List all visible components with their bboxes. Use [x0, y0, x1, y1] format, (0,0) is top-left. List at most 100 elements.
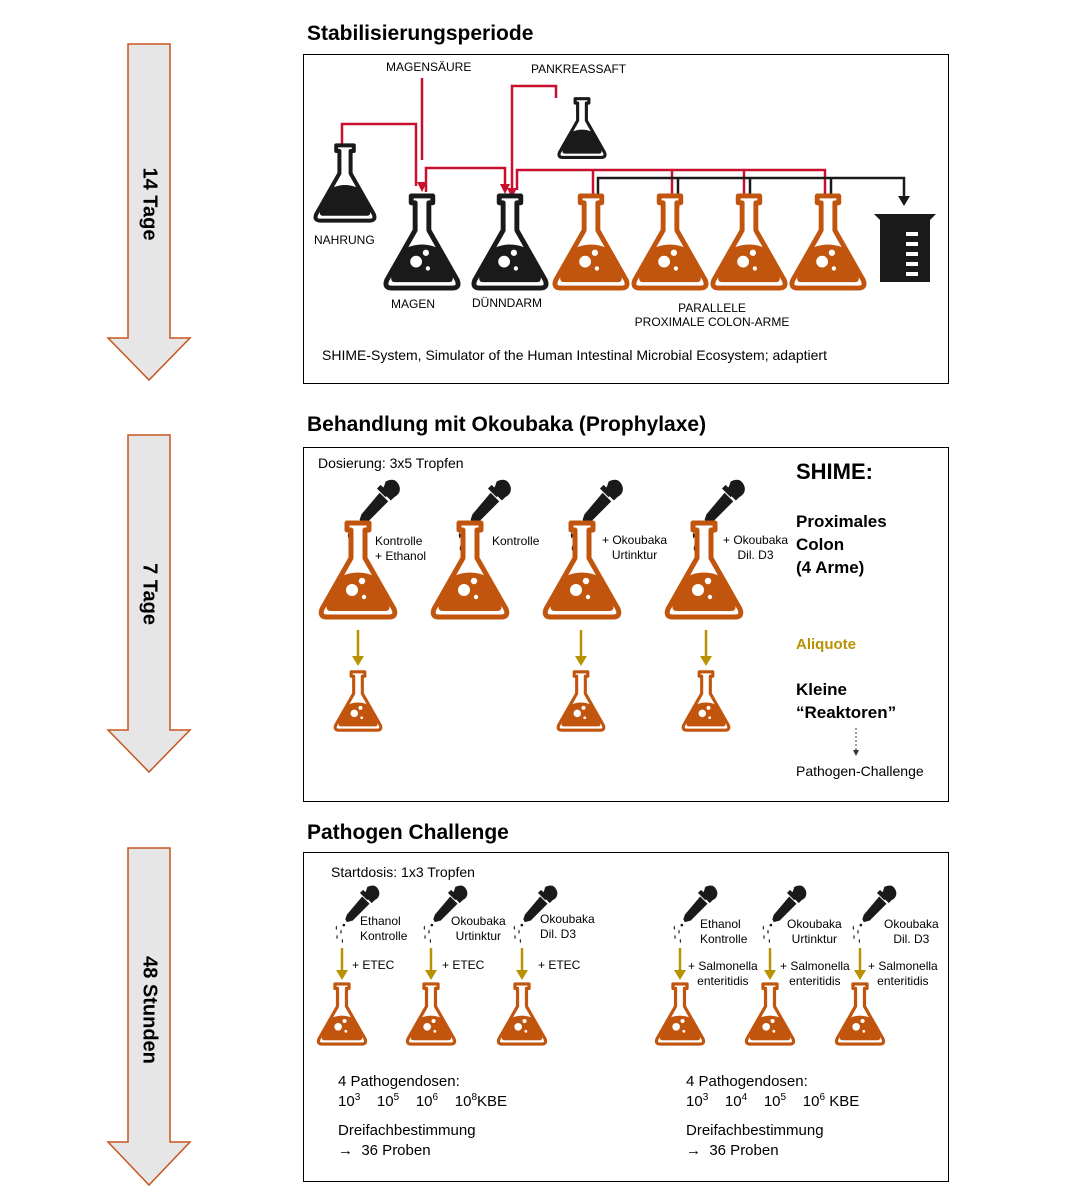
etec-arm1-line2: Kontrolle — [360, 929, 408, 943]
reactor-flask-icon — [316, 982, 368, 1046]
stage1-title: Stabilisierungsperiode — [307, 22, 534, 45]
salm-arm2-label: Okoubaka Urtinktur — [787, 917, 842, 947]
drops-icon — [852, 925, 860, 944]
dosage-label: Dosierung: 3x5 Tropfen — [318, 455, 464, 471]
salm-pathogen-1-line1: + Salmonella — [688, 959, 758, 973]
right-replicates: Dreifachbestimmung — [686, 1122, 824, 1139]
magensaeure-label: MAGENSÄURE — [386, 60, 472, 74]
salm-arm1-line2: Kontrolle — [700, 932, 748, 946]
kleine-line2: “Reaktoren” — [796, 703, 897, 722]
left-doses-label: 4 Pathogendosen: — [338, 1073, 460, 1090]
reactor-flask-icon — [744, 982, 796, 1046]
salm-pathogen-3: + Salmonella enteritidis — [868, 959, 938, 989]
right-doses-label: 4 Pathogendosen: — [686, 1073, 808, 1090]
right-samples: → 36 Proben — [686, 1142, 779, 1159]
salm-arm1-label: Ethanol Kontrolle — [700, 917, 747, 947]
right-dose-3: 105 — [763, 1092, 787, 1110]
stage3-title: Pathogen Challenge — [307, 821, 509, 844]
salm-arm1-line1: Ethanol — [700, 917, 741, 931]
arm3-label: + Okoubaka Urtinktur — [602, 533, 667, 563]
arm4-label-line1: + Okoubaka — [723, 533, 789, 547]
salm-arm3-line2: Dil. D3 — [893, 932, 930, 946]
drops-icon — [423, 925, 431, 944]
salm-pathogen-2-line2: enteritidis — [789, 974, 841, 988]
duenndarm-label: DÜNNDARM — [472, 296, 542, 310]
drops-icon — [673, 925, 681, 944]
stage2-title: Behandlung mit Okoubaka (Prophylaxe) — [307, 413, 707, 436]
proximales-line2: Colon — [796, 535, 845, 554]
salm-arm3-line1: Okoubaka — [884, 917, 939, 931]
etec-pathogen-1: + ETEC — [352, 958, 395, 972]
shime-heading: SHIME: — [796, 459, 873, 484]
arm3-label-line1: + Okoubaka — [602, 533, 668, 547]
left-dose-4: 108 — [454, 1092, 478, 1110]
shime-caption: SHIME-System, Simulator of the Human Int… — [322, 347, 827, 363]
etec-arm2-line2: Urtinktur — [455, 929, 502, 943]
right-unit: KBE — [829, 1093, 860, 1110]
salm-arm3-label: Okoubaka Dil. D3 — [884, 917, 939, 947]
left-dose-2: 105 — [376, 1092, 400, 1110]
kleine-reaktoren-label: Kleine “Reaktoren” — [796, 678, 896, 724]
aliquote-label: Aliquote — [796, 636, 856, 653]
etec-pathogen-3: + ETEC — [538, 958, 581, 972]
etec-arm2-label: Okoubaka Urtinktur — [451, 914, 506, 944]
reactor-flask-icon — [834, 982, 886, 1046]
drops-icon — [762, 925, 770, 944]
salm-pathogen-3-line2: enteritidis — [877, 974, 929, 988]
nahrung-label: NAHRUNG — [314, 233, 375, 247]
parallele-label-line1: PARALLELE — [678, 301, 746, 315]
proximales-line3: (4 Arme) — [796, 558, 865, 577]
startdose-label: Startdosis: 1x3 Tropfen — [331, 864, 475, 880]
drops-icon — [335, 925, 343, 944]
etec-arm3-line2: Dil. D3 — [540, 927, 577, 941]
left-unit: KBE — [477, 1093, 508, 1110]
arm4-label-line2: Dil. D3 — [737, 548, 774, 562]
left-replicates: Dreifachbestimmung — [338, 1122, 476, 1139]
etec-pathogen-2: + ETEC — [442, 958, 485, 972]
salm-pathogen-2: + Salmonella enteritidis — [780, 959, 850, 989]
arm2-label: Kontrolle — [492, 534, 540, 548]
arm1-label: Kontrolle + Ethanol — [375, 534, 426, 564]
parallele-label-line2: PROXIMALE COLON-ARME — [634, 315, 790, 329]
right-dose-1: 103 — [686, 1092, 709, 1110]
stage1-panel — [303, 54, 949, 384]
pathogen-challenge-note: Pathogen-Challenge — [796, 763, 924, 779]
timeline-arrow-2 — [106, 434, 192, 774]
left-dose-1: 103 — [338, 1092, 361, 1110]
timeline-arrow-1 — [106, 43, 192, 382]
pankreassaft-label: PANKREASSAFT — [531, 62, 627, 76]
left-samples: → 36 Proben — [338, 1142, 431, 1159]
etec-arm2-line1: Okoubaka — [451, 914, 506, 928]
salm-arm2-line1: Okoubaka — [787, 917, 842, 931]
salm-arm2-line2: Urtinktur — [791, 932, 838, 946]
salm-pathogen-1-line2: enteritidis — [697, 974, 749, 988]
parallele-colon-label: PARALLELE PROXIMALE COLON-ARME — [635, 301, 790, 329]
reactor-flask-icon — [496, 982, 548, 1046]
proximales-colon-label: Proximales Colon (4 Arme) — [796, 510, 887, 579]
arm4-label: + Okoubaka Dil. D3 — [723, 533, 788, 563]
proximales-line1: Proximales — [796, 512, 887, 531]
right-dose-4: 106 — [802, 1092, 826, 1110]
etec-arm1-label: Ethanol Kontrolle — [360, 914, 407, 944]
etec-arm3-line1: Okoubaka — [540, 912, 595, 926]
reactor-flask-icon — [654, 982, 706, 1046]
right-doses-values: 103 104 105 106 KBE — [686, 1092, 859, 1110]
arm3-label-line2: Urtinktur — [611, 548, 658, 562]
drops-icon — [513, 925, 521, 944]
etec-arm3-label: Okoubaka Dil. D3 — [540, 912, 595, 942]
timeline-arrow-3 — [106, 847, 192, 1187]
arm1-label-line2: + Ethanol — [375, 549, 427, 563]
salm-pathogen-1: + Salmonella enteritidis — [688, 959, 758, 989]
kleine-line1: Kleine — [796, 680, 848, 699]
right-dose-2: 104 — [724, 1092, 748, 1110]
salm-pathogen-3-line1: + Salmonella — [868, 959, 938, 973]
etec-arm1-line1: Ethanol — [360, 914, 401, 928]
left-dose-3: 106 — [415, 1092, 439, 1110]
arm1-label-line1: Kontrolle — [375, 534, 423, 548]
reactor-flask-icon — [405, 982, 457, 1046]
salm-pathogen-2-line1: + Salmonella — [780, 959, 850, 973]
left-doses-values: 103 105 106 108KBE — [338, 1092, 507, 1110]
